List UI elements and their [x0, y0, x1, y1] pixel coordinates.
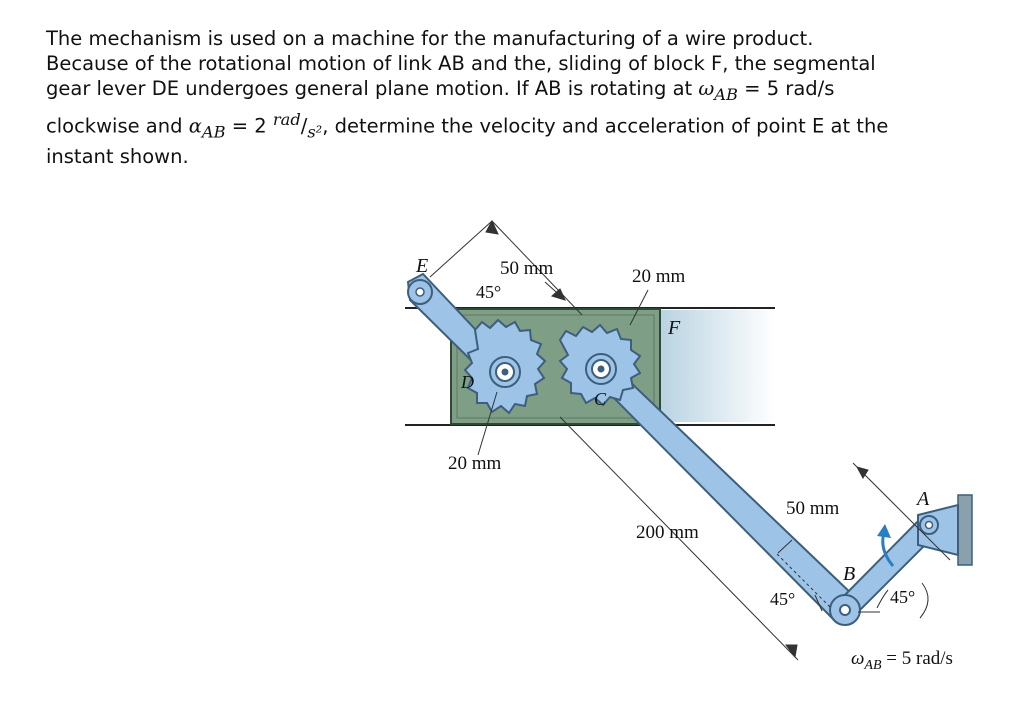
- label-d: D: [460, 372, 474, 392]
- dim-20mm-bottom: 20 mm: [448, 453, 502, 474]
- omega-ab-symbol: ω: [851, 648, 864, 669]
- dim-50mm-right: 50 mm: [786, 498, 840, 519]
- pin-e-hole: [415, 287, 425, 297]
- hub-d-pin: [501, 368, 509, 376]
- dim-200mm: 200 mm: [636, 522, 699, 543]
- unit-numerator: rad: [272, 109, 301, 129]
- support-a-wall: [957, 494, 973, 566]
- label-f: F: [667, 317, 681, 339]
- dim-50mm-top: 50 mm: [500, 258, 554, 279]
- label-a: A: [915, 488, 930, 510]
- omega-ab-label: ωAB = 5 rad/s: [851, 648, 953, 673]
- pin-a-hole: [924, 520, 934, 530]
- problem-statement: The mechanism is used on a machine for t…: [46, 26, 986, 169]
- omega-ab-subscript: AB: [863, 658, 882, 673]
- hub-c-pin: [597, 365, 605, 373]
- unit-slash: /: [300, 114, 308, 138]
- unit-denominator: s²: [307, 122, 323, 142]
- angle-45-top: 45°: [476, 282, 501, 302]
- line3-text-a: gear lever DE undergoes general plane mo…: [46, 77, 699, 100]
- line4-text-c: , determine the velocity and acceleratio…: [322, 114, 889, 138]
- problem-line-3: gear lever DE undergoes general plane mo…: [46, 76, 986, 107]
- omega-ab-value: = 5 rad/s: [882, 648, 953, 669]
- problem-line-2: Because of the rotational motion of link…: [46, 52, 876, 75]
- problem-line-5: instant shown.: [46, 145, 189, 169]
- alpha-subscript: AB: [201, 122, 226, 142]
- pin-b-hole: [839, 604, 851, 616]
- line3-text-b: = 5 rad/s: [737, 77, 835, 100]
- omega-symbol: ω: [698, 77, 715, 100]
- problem-line-1: The mechanism is used on a machine for t…: [46, 27, 814, 50]
- dim-20mm-top: 20 mm: [632, 266, 686, 287]
- alpha-symbol: α: [188, 114, 202, 138]
- problem-line-4: clockwise and αAB = 2 rad/s², determine …: [46, 107, 986, 144]
- block-f-inner: [456, 314, 655, 419]
- rail-shadow: [660, 310, 775, 422]
- line4-text-b: = 2: [225, 114, 273, 138]
- line4-text-a: clockwise and: [46, 114, 189, 138]
- omega-subscript: AB: [714, 84, 738, 104]
- label-b: B: [843, 563, 855, 585]
- label-e: E: [415, 255, 428, 277]
- angle-45-left: 45°: [770, 589, 795, 609]
- dimension-lines: [429, 219, 951, 661]
- angle-45-right: 45°: [890, 587, 915, 607]
- omega-arrowhead: [877, 524, 891, 538]
- label-c: C: [594, 389, 607, 409]
